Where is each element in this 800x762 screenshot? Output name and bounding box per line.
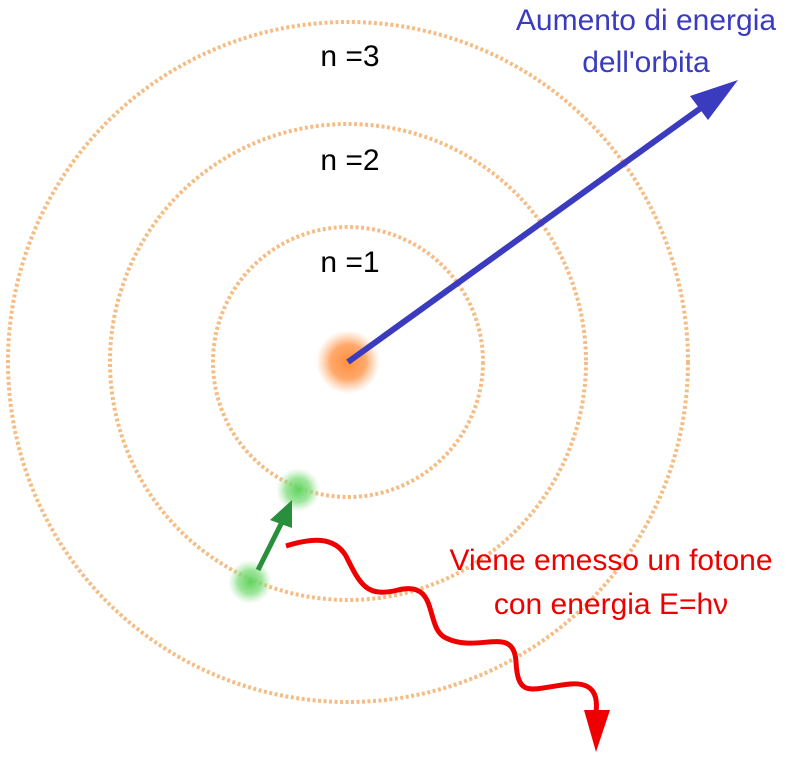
electron-transition-arrow	[255, 500, 292, 572]
orbit-n3	[6, 20, 690, 704]
orbit-label-n2: n =2	[320, 144, 379, 177]
orbit-n2	[108, 122, 588, 602]
electron-final	[276, 468, 320, 512]
energy-caption-line2: dell'orbita	[582, 46, 710, 79]
electron-initial	[228, 560, 272, 604]
energy-caption-line1: Aumento di energia	[516, 4, 776, 37]
orbit-label-n1: n =1	[320, 246, 379, 279]
emitted-photon-arrow	[285, 537, 610, 752]
photon-caption-line2: con energia E=hν	[494, 588, 728, 621]
photon-caption-line1: Viene emesso un fotone	[449, 544, 772, 577]
energy-increase-arrow	[346, 80, 738, 365]
orbit-label-n3: n =3	[320, 40, 379, 73]
orbit-n1	[211, 225, 485, 499]
